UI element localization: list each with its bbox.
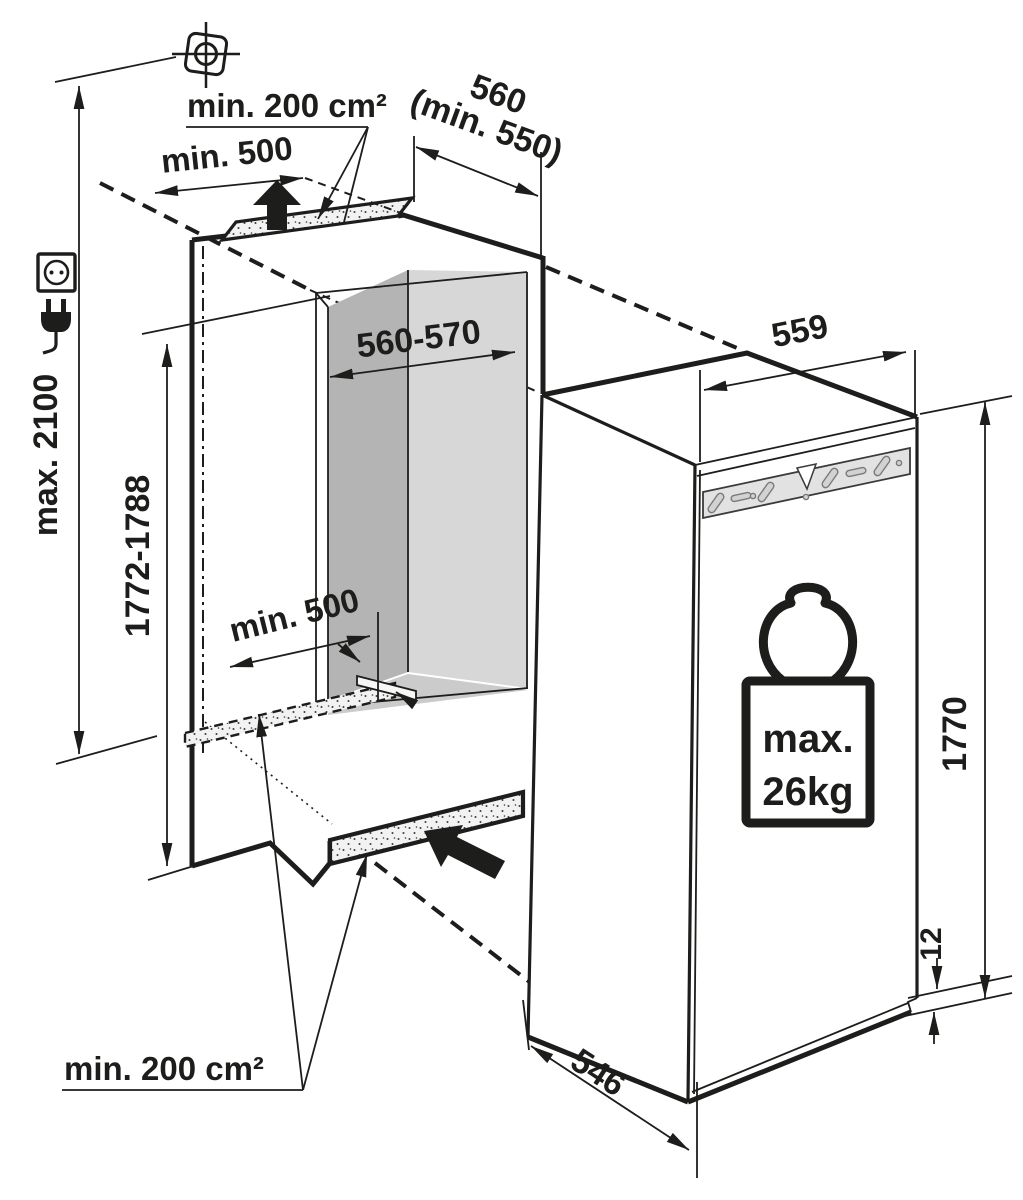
power-socket-icon (36, 252, 77, 293)
plinth-gap-label: 12 (915, 927, 948, 960)
dim-niche-depth: 560 (min. 550) (406, 67, 568, 260)
clearance-top-label: min. 500 (159, 129, 294, 180)
floor-vent-strip-hidden (183, 681, 397, 749)
dim-total-height: max. 2100 (27, 56, 177, 765)
weight-value-label: 26kg (762, 770, 853, 814)
appliance-left-face (528, 395, 695, 1102)
weight-max-label: max. (762, 717, 853, 761)
appliance-width-label: 559 (768, 307, 831, 355)
top-vent-strip (218, 195, 416, 243)
niche-bottom-frame (191, 840, 333, 888)
vent-bottom-callout: min. 200 cm² (62, 713, 368, 1091)
niche-top-right-edge (399, 211, 544, 261)
power-plug-icon (41, 299, 71, 355)
total-height-label: max. 2100 (27, 374, 65, 537)
niche-height-label: 1772-1788 (119, 475, 157, 638)
vent-bottom-area-label: min. 200 cm² (64, 1050, 264, 1087)
airflow-intake-arrow (424, 825, 505, 879)
vent-top-area-label: min. 200 cm² (187, 87, 387, 124)
weight-icon: max. 26kg (741, 582, 875, 828)
appliance-bottom-front-edge (687, 1009, 912, 1105)
dim-niche-height: 1772-1788 (119, 295, 331, 881)
dim-appliance-height: 1770 (907, 395, 1013, 999)
appliance: max. 26kg (526, 350, 919, 1105)
dim-plinth-gap: 12 (904, 927, 1013, 1044)
appliance-height-label: 1770 (936, 696, 974, 772)
niche (183, 195, 546, 888)
mounting-bracket (702, 446, 911, 520)
drill-template-icon (172, 22, 240, 88)
vent-top-callout: min. 200 cm² (186, 87, 387, 223)
bottom-vent-strip (327, 789, 526, 867)
niche-interior-floor (328, 674, 528, 715)
